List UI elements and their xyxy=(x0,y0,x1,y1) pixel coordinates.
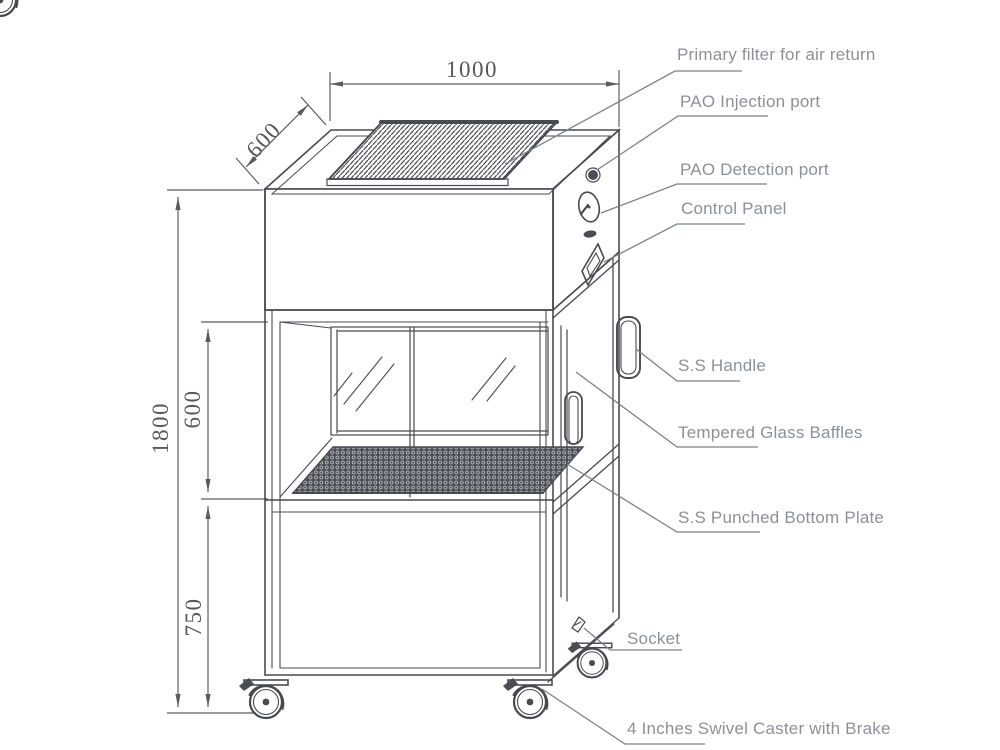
dim-text-total-height: 1800 xyxy=(148,402,173,454)
inner-handle-icon xyxy=(564,391,583,445)
dim-total-height xyxy=(167,189,263,714)
glass-reflection-left xyxy=(333,356,395,412)
leader-glass-baffles xyxy=(575,371,758,448)
filter-grille xyxy=(326,120,559,187)
leader-primary-filter xyxy=(504,70,742,165)
callout-bottom-plate: S.S Punched Bottom Plate xyxy=(678,508,885,527)
leader-ss-handle xyxy=(635,348,740,382)
pao-injection-port-icon xyxy=(585,167,601,183)
dim-chamber-height xyxy=(201,321,268,500)
callout-primary-filter: Primary filter for air return xyxy=(677,45,876,64)
dim-text-top-width: 1000 xyxy=(446,57,498,82)
leader-bottom-plate xyxy=(566,463,760,533)
socket-icon xyxy=(571,616,586,633)
leader-socket xyxy=(583,627,682,651)
front-frame xyxy=(264,188,554,677)
leader-pao-injection xyxy=(596,115,768,171)
caster-front-right xyxy=(501,676,554,720)
cabinet-line-art xyxy=(0,0,641,720)
leader-lines xyxy=(504,70,768,745)
casters xyxy=(0,0,613,720)
ss-handle-icon xyxy=(616,316,641,379)
callout-ss-handle: S.S Handle xyxy=(678,356,766,375)
callout-caster: 4 Inches Swivel Caster with Brake xyxy=(627,719,891,738)
punched-bottom-plate xyxy=(291,446,585,494)
leader-pao-detection xyxy=(600,183,767,214)
dim-top-width xyxy=(329,70,620,127)
caster-shape xyxy=(0,0,19,18)
leader-caster xyxy=(541,688,705,745)
glass-reflection-right xyxy=(471,357,516,402)
callout-control-panel: Control Panel xyxy=(681,199,787,218)
dimension-lines xyxy=(167,70,620,714)
caster-front-left xyxy=(237,676,290,720)
callout-glass-baffles: Tempered Glass Baffles xyxy=(678,423,863,442)
dim-top-depth xyxy=(235,96,327,185)
dim-text-base-height: 750 xyxy=(181,597,206,637)
vent-oval xyxy=(583,230,597,238)
leader-control-panel xyxy=(603,223,745,263)
control-panel-icon xyxy=(581,242,605,287)
callout-socket: Socket xyxy=(627,629,681,648)
callout-pao-injection: PAO Injection port xyxy=(680,92,821,111)
dim-text-chamber-height: 600 xyxy=(180,389,205,429)
callout-pao-detection: PAO Detection port xyxy=(680,160,829,179)
pao-detection-gauge-icon xyxy=(577,191,601,223)
